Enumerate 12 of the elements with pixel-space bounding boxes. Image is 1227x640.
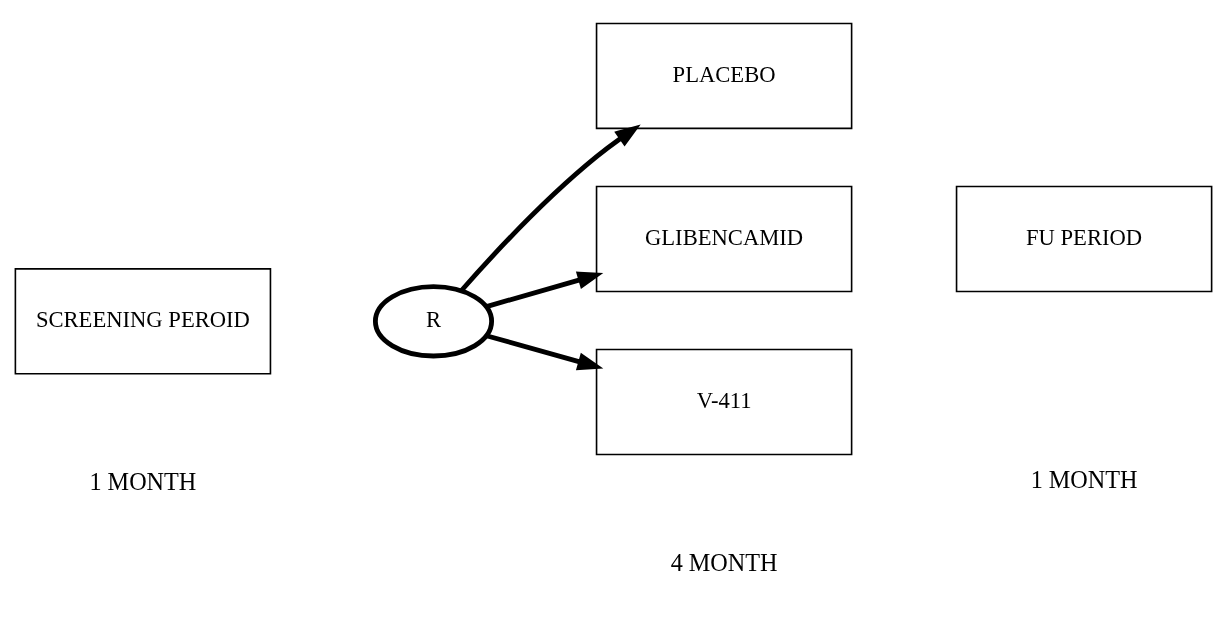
node-box: PLACEBO bbox=[595, 22, 853, 129]
arrow bbox=[485, 332, 604, 370]
node-box: FU PERIOD bbox=[955, 185, 1213, 292]
label: 1 MONTH bbox=[1030, 465, 1138, 493]
label: 1 MONTH bbox=[89, 467, 197, 495]
node-box: GLIBENCAMID bbox=[595, 185, 853, 292]
arrow bbox=[459, 123, 641, 292]
node-box: SCREENING PEROID bbox=[14, 267, 272, 375]
node-ellipse: R bbox=[372, 283, 495, 358]
node-box: V-411 bbox=[595, 348, 853, 455]
label: 4 MONTH bbox=[670, 548, 778, 576]
arrow bbox=[485, 271, 604, 309]
